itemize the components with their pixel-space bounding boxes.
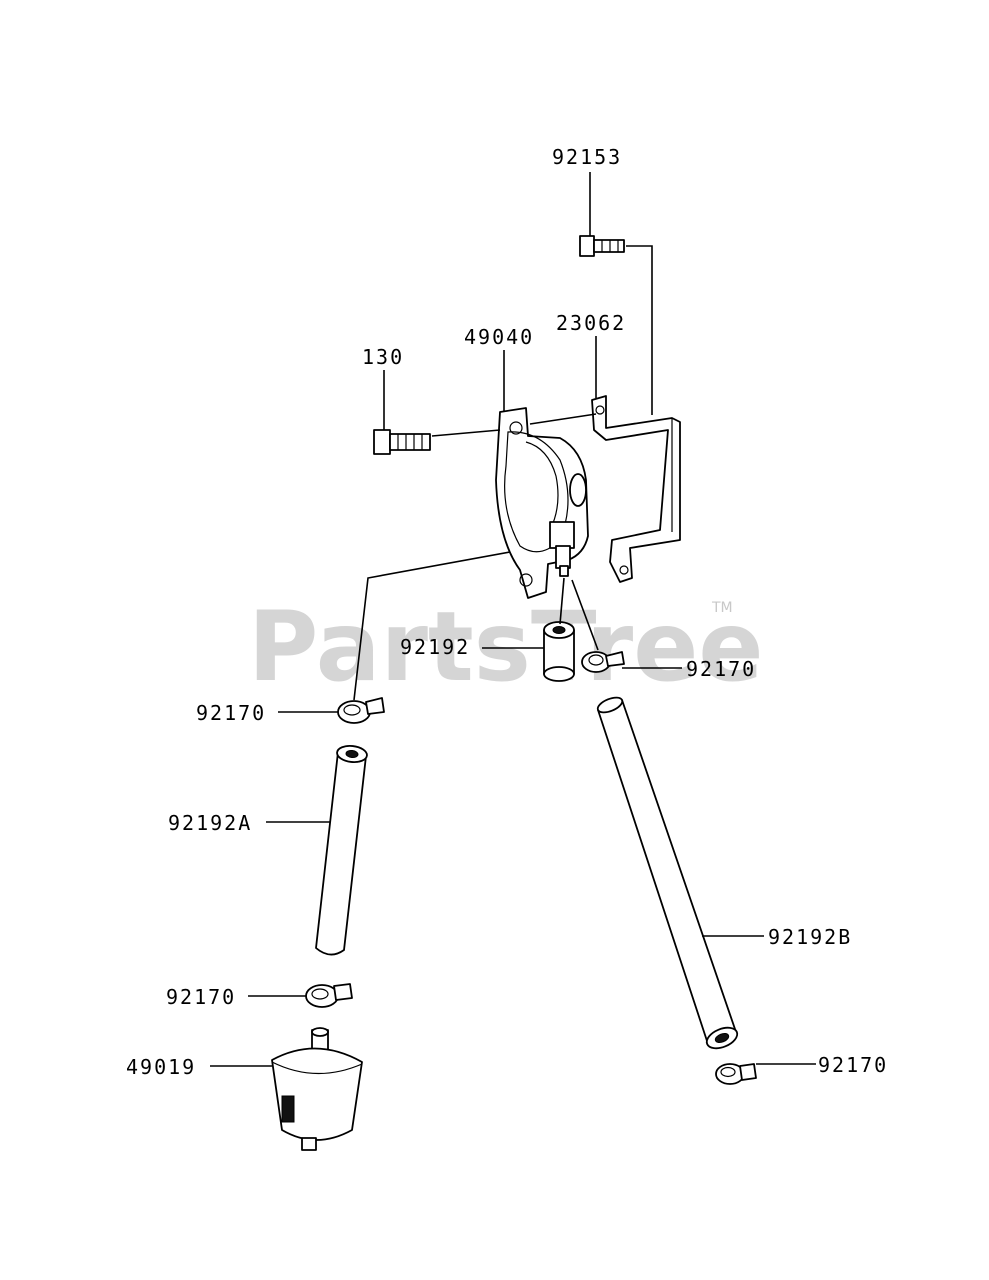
bolt-130[interactable] — [373, 429, 431, 455]
label-49040[interactable]: 49040 — [464, 325, 534, 349]
clamp-92170-upper-right[interactable] — [581, 651, 625, 673]
hose-92192B[interactable] — [596, 695, 741, 1053]
label-92192[interactable]: 92192 — [400, 635, 470, 659]
hose-92192A[interactable] — [315, 744, 368, 956]
clamp-92170-upper-left[interactable] — [337, 697, 385, 724]
dash-92192 — [559, 577, 565, 625]
label-92170-upper-right[interactable]: 92170 — [686, 657, 756, 681]
hose-92192[interactable] — [543, 621, 575, 682]
fuel-filter-49019[interactable] — [271, 1027, 363, 1151]
label-92153[interactable]: 92153 — [552, 145, 622, 169]
watermark-text: PartsTree — [248, 591, 763, 703]
clamp-92170-lower-right[interactable] — [715, 1063, 757, 1085]
dash-92170-upper-right — [571, 579, 599, 651]
label-130[interactable]: 130 — [362, 345, 404, 369]
bracket-23062[interactable] — [591, 395, 681, 583]
label-92192B[interactable]: 92192B — [768, 925, 852, 949]
dash-23062 — [529, 413, 597, 425]
label-49019[interactable]: 49019 — [126, 1055, 196, 1079]
label-92170-upper-left[interactable]: 92170 — [196, 701, 266, 725]
label-92192A[interactable]: 92192A — [168, 811, 252, 835]
dash-49040 — [431, 429, 501, 437]
bolt-92153[interactable] — [579, 235, 625, 257]
label-92170-lower-left[interactable]: 92170 — [166, 985, 236, 1009]
fuel-pump-49040[interactable] — [495, 407, 589, 599]
clamp-92170-lower-left[interactable] — [305, 983, 353, 1008]
dash-92170-upper-left — [353, 551, 511, 701]
watermark-tm: TM — [711, 600, 733, 616]
dash-92153 — [626, 245, 653, 415]
label-92170-lower-right[interactable]: 92170 — [818, 1053, 888, 1077]
label-23062[interactable]: 23062 — [556, 311, 626, 335]
